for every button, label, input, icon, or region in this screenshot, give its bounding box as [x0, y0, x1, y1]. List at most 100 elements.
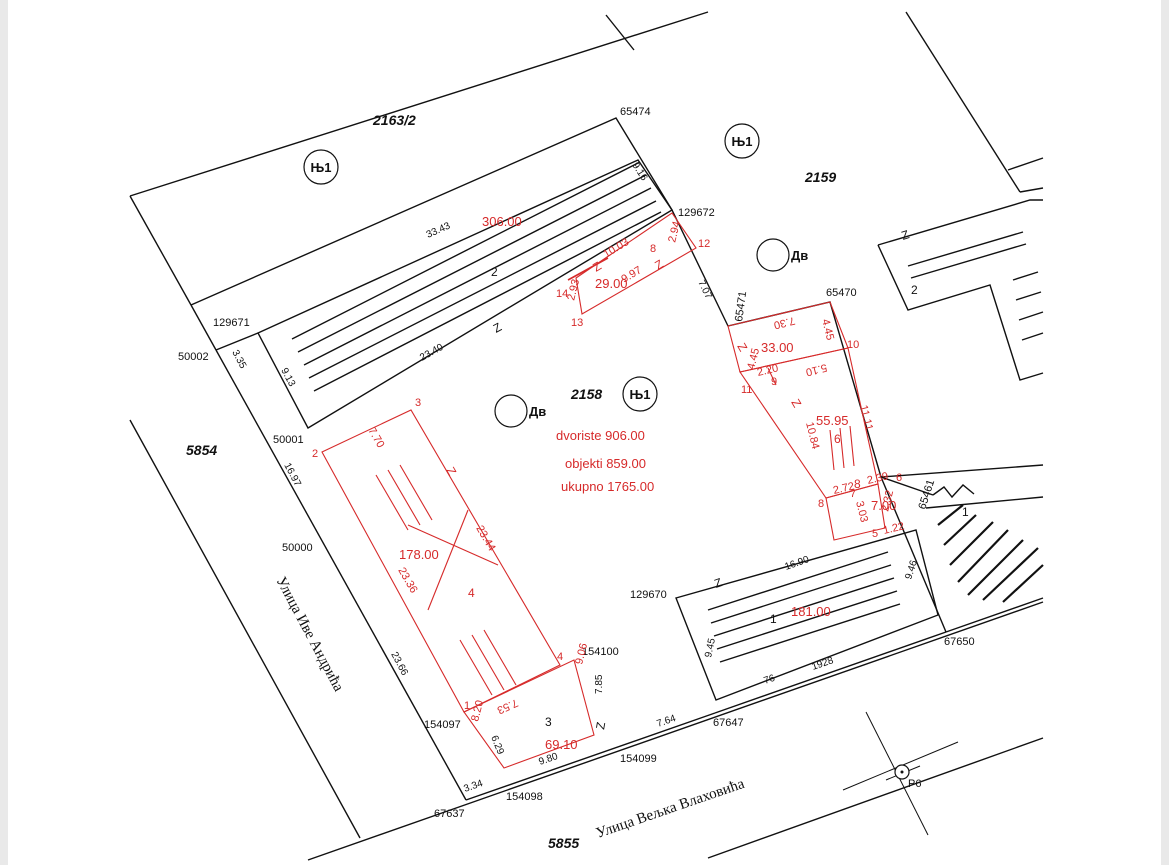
- dim-2-39: 2.39: [866, 470, 890, 487]
- dim-2-94: 2.94: [666, 220, 683, 244]
- vertex-5: 5: [872, 528, 878, 540]
- dim-4-45b: 4.45: [819, 318, 836, 342]
- dim-9-06: 9.06: [573, 642, 590, 666]
- dim-7-53: 7.53: [495, 696, 519, 716]
- dim-23-66: 23.66: [388, 650, 410, 678]
- point-50000: 50000: [282, 542, 313, 554]
- summary-dvoriste: dvoriste 906.00: [556, 428, 645, 443]
- z-strip-2: Z: [652, 257, 666, 273]
- dim-11-11: 11.11: [857, 404, 875, 432]
- vertex-2: 2: [312, 448, 318, 460]
- z-33: Z: [734, 341, 750, 354]
- point-65470: 65470: [826, 287, 857, 299]
- parcel-2163-2: 2163/2: [372, 112, 416, 128]
- point-67647: 67647: [713, 717, 744, 729]
- parcel-boundaries: [129, 11, 1044, 861]
- dim-9-46: 9.46: [903, 559, 920, 581]
- point-154097: 154097: [424, 719, 461, 731]
- dim-8-20: 8.20: [469, 699, 486, 723]
- area-29: 29.00: [595, 276, 628, 291]
- parcel-5855: 5855: [548, 835, 579, 851]
- building-number-2r: 2: [911, 283, 918, 297]
- vertex-3: 3: [415, 397, 421, 409]
- survey-point-p6: P6: [842, 711, 959, 836]
- nj1-label-2: Њ1: [731, 134, 752, 149]
- z-building-4: Z: [443, 465, 459, 478]
- dim-9-16: 9.16: [629, 161, 649, 184]
- z-building-1: Z: [712, 575, 724, 591]
- labels: 2163/2 2 1 5 9 2158 5854 5855 Улица Иве Анд…: [178, 106, 975, 851]
- street-ive-andrica: Улица Иве Андрића: [272, 574, 346, 694]
- dim-3-35: 3.35: [229, 348, 248, 371]
- dim-19-28: 1928: [810, 655, 835, 673]
- vertex-11: 11: [741, 384, 752, 396]
- point-154100: 154100: [582, 646, 619, 658]
- dim-9-45: 9.45: [703, 637, 718, 659]
- z-building-2: Z: [491, 320, 504, 336]
- dim-7-07: 7.07: [695, 278, 714, 301]
- dim-9-80: 9.80: [537, 751, 559, 768]
- dim-2-32: 2.32: [879, 489, 896, 513]
- vertex-13: 13: [571, 317, 583, 329]
- hatched-building: [925, 484, 1044, 603]
- building-number-8: 8: [854, 477, 861, 491]
- nj1-marker-3: [622, 376, 658, 412]
- vertex-10: 10: [847, 339, 859, 351]
- dim-2-93: 2.93: [565, 278, 582, 302]
- street-veljka-vlahovica: Улица Вељка Влаховића: [594, 776, 747, 842]
- dim-7-30: 7.30: [772, 314, 796, 331]
- dim-6-29: 6.29: [488, 734, 506, 757]
- point-129672: 129672: [678, 207, 715, 219]
- point-129671: 129671: [213, 317, 250, 329]
- vertex-8b: 8: [650, 243, 656, 255]
- vertex-8: 8: [818, 498, 824, 510]
- area-306: 306.00: [482, 214, 522, 229]
- dim-23-44: 23.44: [473, 524, 497, 554]
- point-67637: 67637: [434, 808, 465, 820]
- parcel-5854: 5854: [186, 442, 217, 458]
- area-33: 33.00: [761, 340, 794, 355]
- dv-label-1: Дв: [529, 404, 546, 419]
- vertex-12: 12: [698, 238, 710, 250]
- red-buildings: [321, 212, 886, 769]
- building-number-2: 2: [491, 265, 498, 279]
- dim-2-20: 2.20: [756, 362, 780, 379]
- nj1-label-1: Њ1: [310, 160, 331, 175]
- dim-7-70: 7.70: [365, 426, 386, 451]
- building-number-1r: 1: [962, 505, 969, 519]
- area-69: 69.10: [545, 737, 578, 752]
- cadastral-plan: 2163/2 2 1 5 9 2158 5854 5855 Улица Иве Анд…: [129, 11, 1044, 861]
- point-50001: 50001: [273, 434, 304, 446]
- building-number-1: 1: [770, 612, 777, 626]
- dim-23-40: 23.40: [418, 342, 446, 364]
- area-55: 55.95: [816, 413, 849, 428]
- z-55: Z: [788, 397, 804, 410]
- dim-16-97: 16.97: [281, 461, 303, 489]
- dim-7-85: 7.85: [594, 674, 605, 694]
- dim-2-72: 2.72: [832, 480, 856, 497]
- vertex-6: 6: [896, 472, 902, 484]
- dv-circle-2: [756, 238, 790, 272]
- vertex-9: 9: [771, 376, 777, 388]
- vertex-14: 14: [556, 288, 568, 300]
- summary-objekti: objekti 859.00: [565, 456, 646, 471]
- parcel-2158: 2158: [570, 386, 602, 402]
- point-154098: 154098: [506, 791, 543, 803]
- point-67650: 67650: [944, 636, 975, 648]
- dim-16-90: 16.90: [783, 554, 811, 573]
- building-number-6: 6: [834, 432, 841, 446]
- dim-3-03: 3.03: [853, 500, 870, 524]
- dim-76: 76: [762, 673, 777, 687]
- survey-point-label: P6: [908, 778, 921, 790]
- building-number-3: 3: [545, 715, 552, 729]
- dv-label-2: Дв: [791, 248, 808, 263]
- dim-33-43: 33.43: [425, 220, 453, 240]
- area-7: 7.00: [871, 498, 896, 513]
- z-right-building: Z: [900, 227, 911, 243]
- vertex-7: 7: [850, 488, 856, 500]
- dim-1-22: 1.22: [882, 520, 906, 537]
- building-number-4: 4: [468, 586, 475, 600]
- cadastral-sheet: 2163/2 2 1 5 9 2158 5854 5855 Улица Иве Анд…: [8, 0, 1161, 865]
- dim-9-97: 9.97: [619, 264, 644, 285]
- nj1-label-3: Њ1: [629, 387, 650, 402]
